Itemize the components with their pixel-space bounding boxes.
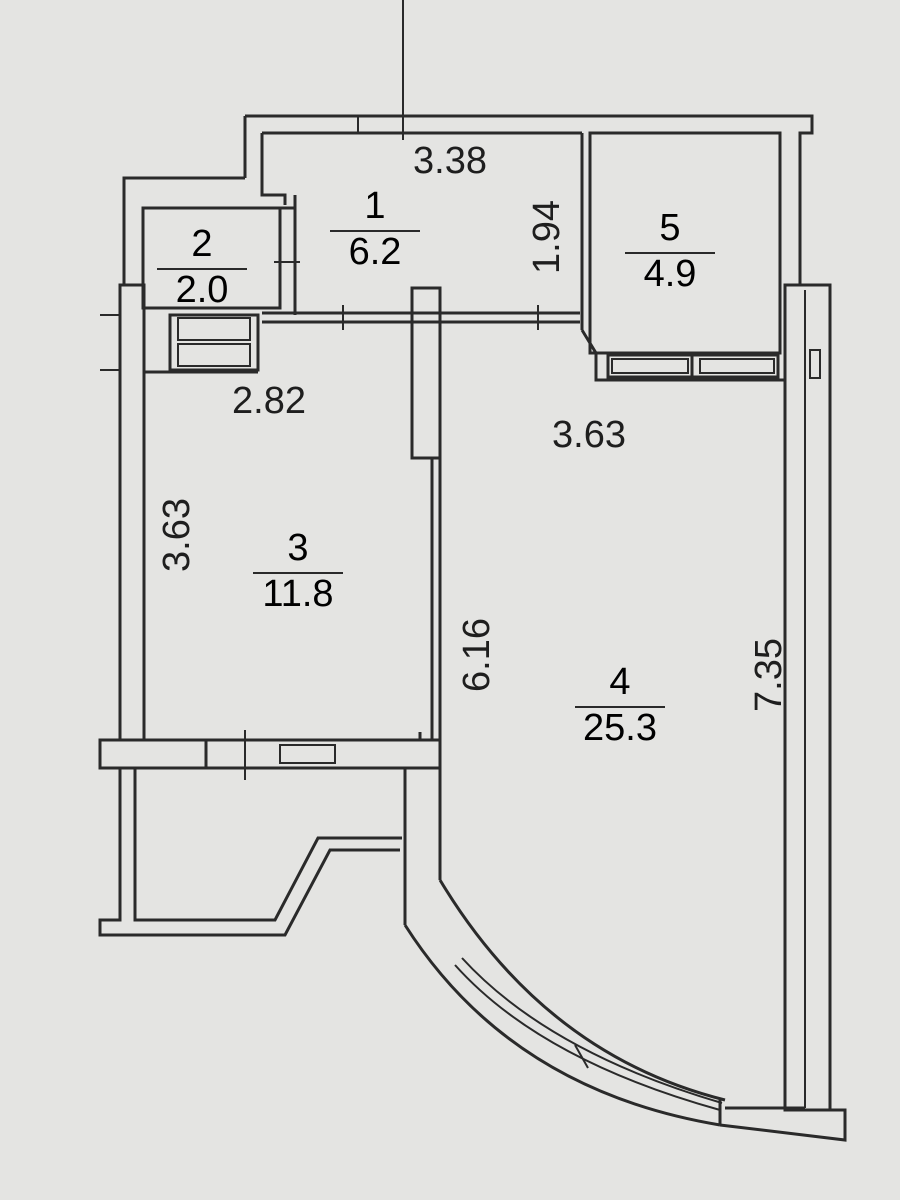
- curved-wall-outer: [403, 924, 721, 1127]
- room-5-area: 4.9: [625, 252, 715, 294]
- outer-wall-right: [783, 283, 832, 1112]
- dimension-room4-width: 3.63: [552, 414, 626, 456]
- room-5-label: 5 4.9: [610, 208, 730, 294]
- dimension-room3-depth: 3.63: [155, 498, 198, 572]
- balcony-outline: [98, 768, 400, 937]
- outer-wall-left: [118, 283, 146, 742]
- room-5-number: 5: [659, 207, 681, 249]
- room-3-bottom-wall: [98, 738, 442, 770]
- room-4-area: 25.3: [575, 706, 665, 748]
- dimension-room4-partition: 6.16: [455, 618, 498, 692]
- room-2-number: 2: [191, 223, 213, 265]
- room-3-number: 3: [287, 527, 309, 569]
- room-5-outline: [588, 131, 782, 355]
- room-1-label: 1 6.2: [315, 186, 435, 272]
- dimension-room4-depth: 7.35: [747, 638, 790, 712]
- outer-wall-top: [245, 114, 814, 285]
- room-2-label: 2 2.0: [142, 224, 262, 310]
- room-3-area: 11.8: [253, 572, 343, 614]
- partition-stub: [410, 286, 442, 460]
- room-2-area: 2.0: [157, 268, 247, 310]
- outer-wall-left-upper: [122, 176, 245, 285]
- room-1-area: 6.2: [330, 230, 420, 272]
- room-1-number: 1: [364, 185, 386, 227]
- inner-wall-top: [260, 133, 287, 205]
- hall-closet: [168, 313, 260, 372]
- room-2-outline: [141, 206, 282, 310]
- room-3-label: 3 11.8: [238, 528, 358, 614]
- dimension-hall-width: 2.82: [232, 380, 306, 422]
- dimension-room1-width: 3.38: [413, 140, 487, 182]
- room-4-label: 4 25.3: [560, 662, 680, 748]
- dimension-room1-depth: 1.94: [525, 200, 568, 274]
- room-4-number: 4: [609, 661, 631, 703]
- curved-wall-inner: [438, 879, 726, 1102]
